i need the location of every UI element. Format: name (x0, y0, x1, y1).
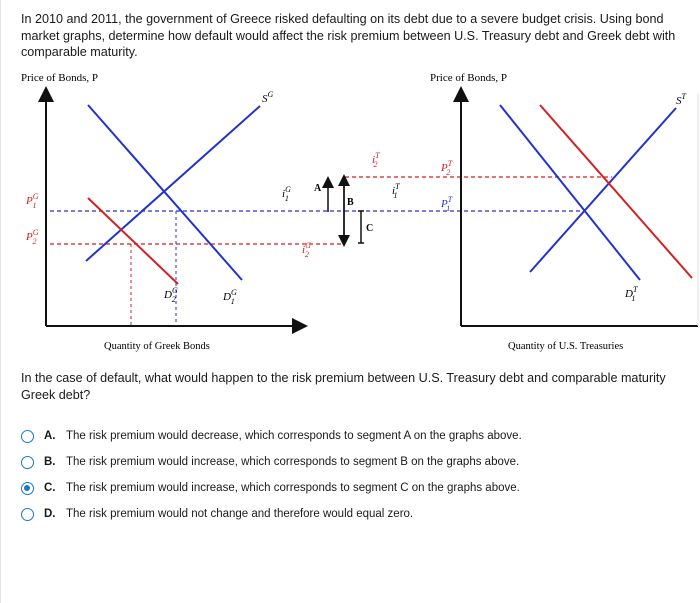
option-a[interactable]: A. The risk premium would decrease, whic… (21, 423, 681, 449)
sub-question-text: In the case of default, what would happe… (21, 371, 666, 402)
supply-label-greek: SG (262, 90, 274, 105)
supply-label-treasury: ST (676, 92, 687, 107)
option-d[interactable]: D. The risk premium would not change and… (21, 501, 681, 527)
supply-curve-greek (85, 105, 261, 262)
option-d-letter: D. (44, 508, 56, 520)
demand-curve-treasury-1 (499, 104, 641, 281)
demand-curve-greek-1 (87, 104, 243, 281)
question-text: In 2010 and 2011, the government of Gree… (21, 12, 676, 59)
segment-c-label: C (366, 223, 373, 234)
left-x-axis-label: Quantity of Greek Bonds (104, 341, 210, 352)
radio-d[interactable] (21, 507, 34, 521)
option-b[interactable]: B. The risk premium would increase, whic… (21, 449, 681, 475)
demand-curve-treasury-2 (539, 104, 693, 279)
option-c-letter: C. (44, 482, 56, 494)
option-a-text: The risk premium would decrease, which c… (66, 430, 522, 442)
answer-options: A. The risk premium would decrease, whic… (21, 423, 681, 527)
radio-a[interactable] (21, 429, 34, 443)
radio-c-selected[interactable] (21, 481, 34, 495)
option-d-text: The risk premium would not change and th… (66, 508, 414, 520)
demand-curve-greek-2 (87, 197, 179, 285)
option-c-text: The risk premium would increase, which c… (66, 482, 520, 494)
supply-curve-treasury (529, 107, 677, 273)
option-b-letter: B. (44, 456, 56, 468)
radio-b[interactable] (21, 455, 34, 469)
option-a-letter: A. (44, 430, 56, 442)
right-y-axis-label: Price of Bonds, P (430, 72, 507, 84)
segment-a-label: A (314, 183, 322, 194)
segment-b-label: B (347, 197, 354, 208)
bond-market-graphs: Price of Bonds, P Quantity of Greek Bond… (21, 72, 699, 352)
right-x-axis-label: Quantity of U.S. Treasuries (508, 341, 623, 352)
left-y-axis-label: Price of Bonds, P (21, 72, 98, 84)
option-b-text: The risk premium would increase, which c… (66, 456, 520, 468)
option-c[interactable]: C. The risk premium would increase, whic… (21, 475, 681, 501)
